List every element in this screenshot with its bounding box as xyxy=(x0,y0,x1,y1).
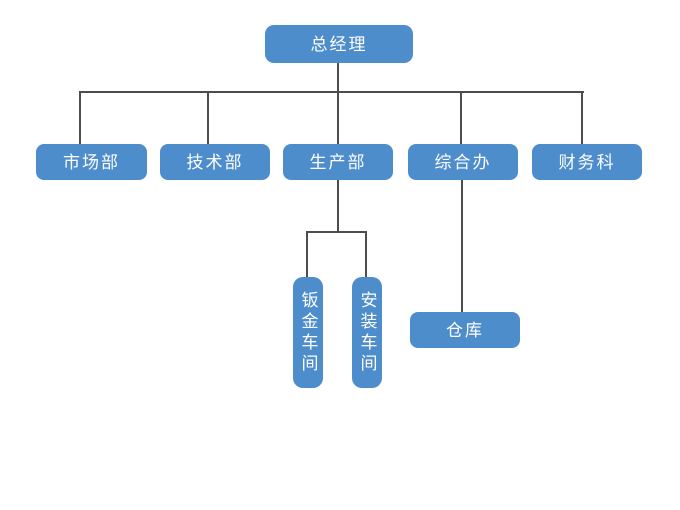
connector-drop-finance xyxy=(581,91,583,144)
org-node-label: 钣金车间 xyxy=(298,290,318,375)
connector-drop-tech xyxy=(207,91,209,144)
org-node-label: 仓库 xyxy=(446,320,484,340)
org-node-warehouse: 仓库 xyxy=(410,312,520,348)
connector-drop-admin xyxy=(460,91,462,144)
connector-drop-marketing xyxy=(79,91,81,144)
org-node-sheetmetal-workshop: 钣金车间 xyxy=(293,277,323,388)
org-node-label: 综合办 xyxy=(434,152,492,172)
connector-root-stem xyxy=(337,63,339,92)
connector-workshop-bus xyxy=(306,231,367,233)
connector-level1-bus xyxy=(79,91,584,93)
connector-drop-sheetmetal xyxy=(306,231,308,277)
org-node-label: 安装车间 xyxy=(357,290,377,375)
org-node-general-office: 综合办 xyxy=(408,144,518,180)
org-node-finance-section: 财务科 xyxy=(532,144,642,180)
org-node-label: 总经理 xyxy=(310,34,368,54)
org-node-label: 技术部 xyxy=(186,152,244,172)
org-node-general-manager: 总经理 xyxy=(265,25,413,63)
org-node-marketing-dept: 市场部 xyxy=(36,144,147,180)
org-node-technology-dept: 技术部 xyxy=(160,144,270,180)
org-node-label: 市场部 xyxy=(63,152,120,172)
org-node-installation-workshop: 安装车间 xyxy=(352,277,382,388)
connector-admin-to-warehouse xyxy=(461,180,463,312)
org-node-label: 财务科 xyxy=(558,152,616,172)
connector-production-stem xyxy=(337,180,339,233)
org-node-label: 生产部 xyxy=(309,152,367,172)
connector-drop-production xyxy=(337,91,339,144)
connector-drop-install xyxy=(365,231,367,277)
org-node-production-dept: 生产部 xyxy=(283,144,393,180)
